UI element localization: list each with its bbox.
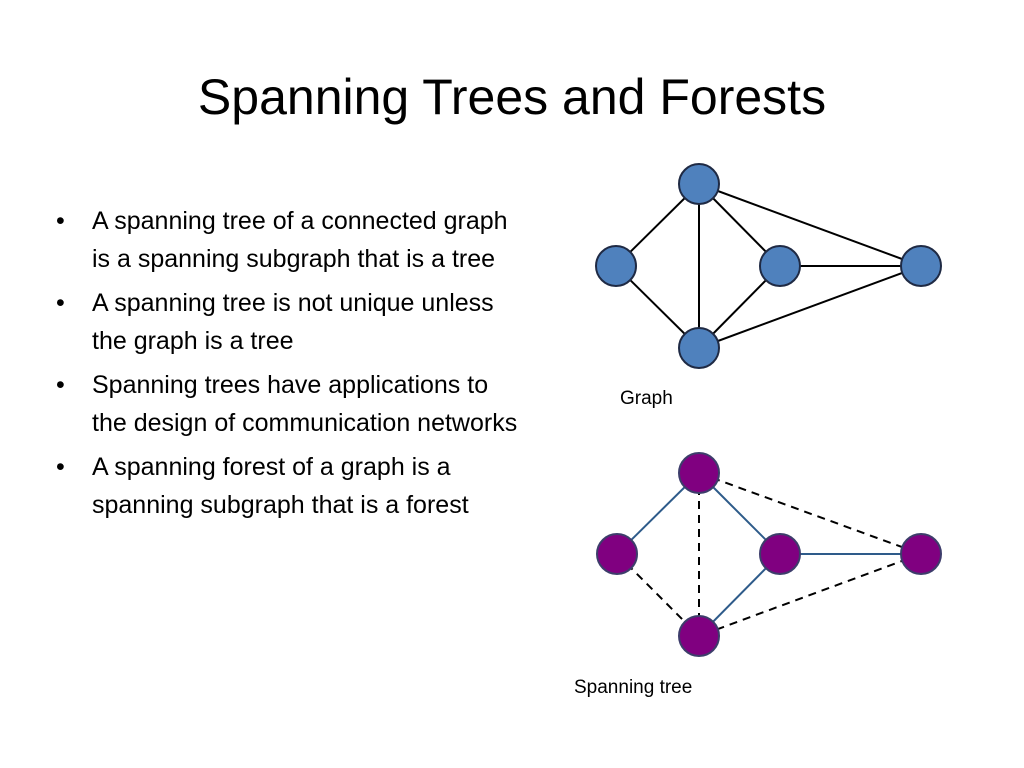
bullet-text: A spanning tree is not unique unless the… [92,289,494,355]
graph-edge [698,183,922,267]
graph-node [678,163,720,205]
bullet-icon: • [56,453,65,481]
spanning-tree-caption: Spanning tree [574,677,692,698]
graph-node [595,245,637,287]
bullet-icon: • [56,207,65,235]
non-tree-edge [698,553,922,637]
tree-node [678,452,720,494]
graph-caption: Graph [620,388,673,409]
graph-nodes [595,163,942,369]
tree-node [596,533,638,575]
bullet-item: • A spanning tree of a connected graph i… [52,202,522,278]
spanning-tree-diagram: Spanning tree [574,452,942,698]
bullet-list: • A spanning tree of a connected graph i… [52,202,522,530]
bullet-item: • A spanning forest of a graph is a span… [52,448,522,524]
tree-nodes [596,452,942,657]
non-tree-edge [698,472,922,555]
bullet-text: A spanning forest of a graph is a spanni… [92,453,469,519]
bullet-text: Spanning trees have applications to the … [92,371,518,437]
bullet-text: A spanning tree of a connected graph is … [92,207,508,273]
graph-node [900,245,942,287]
graph-node [678,327,720,369]
tree-node [759,533,801,575]
bullet-icon: • [56,371,65,399]
tree-node [900,533,942,575]
bullet-icon: • [56,289,65,317]
bullet-item: • Spanning trees have applications to th… [52,366,522,442]
bullet-item: • A spanning tree is not unique unless t… [52,284,522,360]
graph-edge [698,265,922,349]
tree-node [678,615,720,657]
graph-node [759,245,801,287]
slide-title: Spanning Trees and Forests [197,69,827,125]
graph-diagram: Graph [595,163,942,409]
